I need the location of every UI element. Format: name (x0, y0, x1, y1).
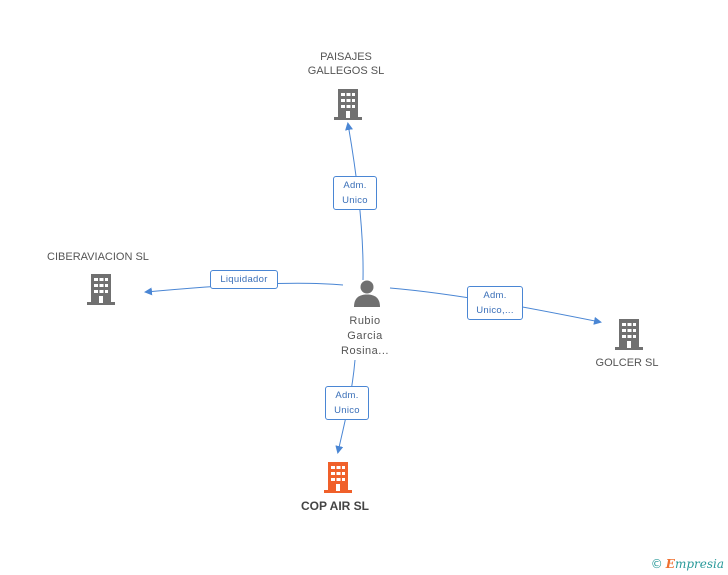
ciberaviacion-label: CIBERAVIACION SL (47, 251, 149, 263)
copyright-symbol: © (650, 557, 663, 571)
golcer-label: GOLCER SL (595, 357, 659, 369)
copair-label: COP AIR SL (300, 499, 369, 513)
person-label: Rubio Garcia Rosina... (341, 315, 389, 357)
edge-label-copair[interactable]: Adm. Unico (325, 386, 369, 420)
main-building-icon[interactable] (321, 459, 355, 493)
person-icon[interactable] (352, 278, 382, 308)
building-icon[interactable] (612, 316, 646, 350)
edge-label-golcer[interactable]: Adm. Unico,... (467, 286, 523, 320)
edge-label-ciberaviacion[interactable]: Liquidador (210, 270, 278, 289)
building-icon[interactable] (331, 86, 365, 120)
brand-watermark: ©Empresia (651, 557, 724, 571)
brand-initial: E (665, 557, 675, 571)
paisajes-label: PAISAJES GALLEGOS SL (307, 51, 385, 77)
brand-name: mpresia (674, 557, 724, 571)
building-icon[interactable] (84, 271, 118, 305)
edge-label-paisajes[interactable]: Adm. Unico (333, 176, 377, 210)
